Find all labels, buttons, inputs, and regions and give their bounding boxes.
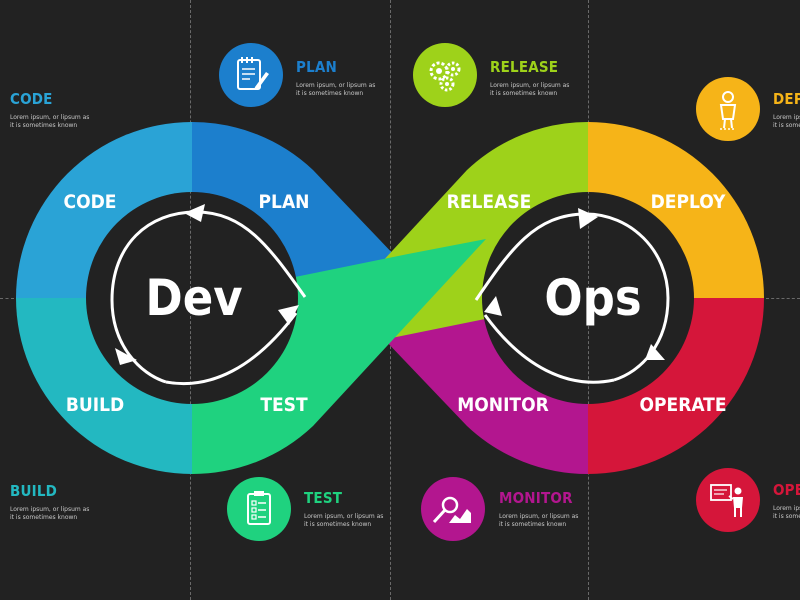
monitor-badge — [421, 477, 485, 541]
deploy-callout: DEPL Lorem ipsu it is some — [773, 90, 800, 130]
operate-badge — [696, 468, 760, 532]
operate-callout: OPE Lorem ipsu it is some — [773, 481, 800, 521]
arrow-head-icon — [645, 344, 665, 360]
deploy-badge — [696, 77, 760, 141]
build-callout: BUILD Lorem ipsum, or lipsum as it is so… — [10, 482, 89, 522]
notepad-icon — [237, 57, 269, 90]
build-segment — [16, 298, 192, 474]
deploy-loop-label: DEPLOY — [650, 191, 726, 213]
monitor-segment — [383, 298, 588, 475]
guide-line — [766, 298, 800, 299]
callout-title: BUILD — [10, 482, 58, 500]
analytics-icon — [432, 496, 471, 524]
callout-description: Lorem ipsu it is some — [773, 505, 800, 520]
gears-icon — [429, 61, 461, 92]
callout-title: RELEASE — [490, 58, 559, 76]
plan-segment — [192, 121, 397, 298]
callout-title: OPE — [773, 481, 800, 499]
operate-loop-label: OPERATE — [639, 394, 727, 416]
dev-cycle-arrows — [110, 210, 307, 386]
test-badge — [227, 477, 291, 541]
callout-description: Lorem ipsum, or lipsum as it is sometime… — [10, 114, 90, 129]
person-icon — [719, 91, 737, 130]
guide-line — [0, 298, 14, 299]
code-loop-label: CODE — [63, 191, 117, 213]
callout-description: Lorem ipsum, or lipsum as it is sometime… — [296, 82, 376, 97]
callout-title: MONITOR — [499, 489, 573, 507]
operate-segment — [588, 298, 764, 474]
callout-description: Lorem ipsum, or lipsum as it is sometime… — [499, 513, 579, 528]
callout-title: PLAN — [296, 58, 338, 76]
callout-description: Lorem ipsu it is some — [773, 114, 800, 129]
code-segment — [16, 122, 192, 298]
presenter-icon — [710, 484, 743, 517]
deploy-segment — [588, 122, 764, 298]
arrow-head-icon — [578, 208, 598, 229]
monitor-callout: MONITOR Lorem ipsum, or lipsum as it is … — [499, 489, 578, 529]
ops-label: Ops — [544, 269, 642, 327]
code-callout: CODE Lorem ipsum, or lipsum as it is som… — [10, 90, 89, 130]
test-segment — [192, 239, 486, 475]
dev-label: Dev — [145, 269, 243, 327]
release-callout: RELEASE Lorem ipsum, or lipsum as it is … — [490, 58, 569, 98]
build-loop-label: BUILD — [65, 394, 125, 416]
arrow-head-icon — [278, 305, 299, 325]
callout-title: DEPL — [773, 90, 800, 108]
callout-title: CODE — [10, 90, 53, 108]
release-loop-label: RELEASE — [446, 191, 532, 213]
callout-description: Lorem ipsum, or lipsum as it is sometime… — [490, 82, 570, 97]
arrow-head-icon — [184, 204, 205, 222]
monitor-loop-label: MONITOR — [457, 394, 549, 416]
plan-loop-label: PLAN — [258, 191, 310, 213]
arrow-head-icon — [484, 296, 502, 316]
callout-description: Lorem ipsum, or lipsum as it is sometime… — [10, 506, 90, 521]
release-badge — [413, 43, 477, 107]
clipboard-icon — [247, 491, 271, 525]
test-loop-label: TEST — [260, 394, 308, 416]
plan-callout: PLAN Lorem ipsum, or lipsum as it is som… — [296, 58, 375, 98]
arrow-head-icon — [115, 348, 137, 365]
plan-badge — [219, 43, 283, 107]
callout-title: TEST — [304, 489, 343, 507]
callout-description: Lorem ipsum, or lipsum as it is sometime… — [304, 513, 384, 528]
test-callout: TEST Lorem ipsum, or lipsum as it is som… — [304, 489, 383, 529]
